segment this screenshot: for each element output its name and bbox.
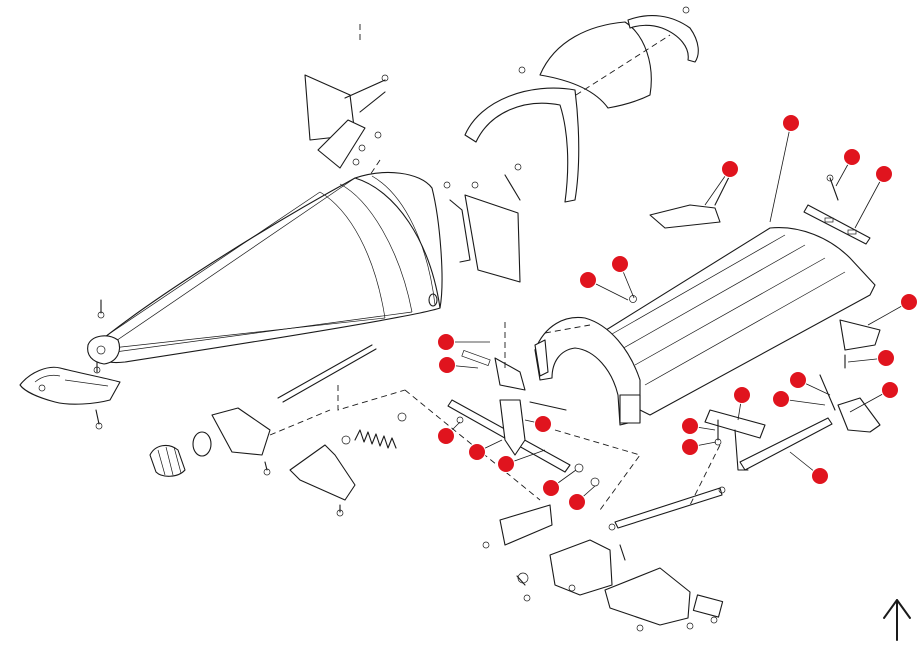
callout-nut-2 [568,493,586,511]
assembly-guides [269,20,721,511]
callout-pin-1 [437,333,455,351]
right-rail [803,174,871,245]
callout-washer-a [611,255,629,273]
callout-cover-top [782,114,800,132]
callout-side-bracket-2 [881,381,899,399]
callout-shaft [497,455,515,473]
top-bracket [649,174,731,229]
callout-side-bracket-1 [900,293,918,311]
callout-bolt-c [681,438,699,456]
nose-piece [19,299,121,430]
axle-bearings [149,344,377,517]
callout-clip-1 [438,356,456,374]
callout-markers [437,114,918,511]
callout-spacer [468,443,486,461]
side-brackets [819,319,881,433]
callout-pin-2 [437,427,455,445]
callout-washer-c [681,417,699,435]
callout-support-1 [733,386,751,404]
callout-nut-1 [542,479,560,497]
spring [341,412,407,449]
up-arrow-icon [883,599,911,641]
callout-bolt-right-1 [843,148,861,166]
callout-rail-right [875,165,893,183]
chute-cover [534,227,876,426]
cone-hopper [87,172,443,365]
curved-guard [464,6,699,203]
link-rod [608,417,833,531]
callout-washer-b [579,271,597,289]
callout-support-3 [772,390,790,408]
callout-support-2 [789,371,807,389]
shaft-assembly [447,349,600,487]
flap-plate [443,163,522,283]
callout-screw-right [877,349,895,367]
callout-link-rod [811,467,829,485]
callout-holder [534,415,552,433]
bottom-mechanism [482,504,724,632]
mounting-plate-upper-left [304,74,389,169]
callout-bracket-plate [721,160,739,178]
